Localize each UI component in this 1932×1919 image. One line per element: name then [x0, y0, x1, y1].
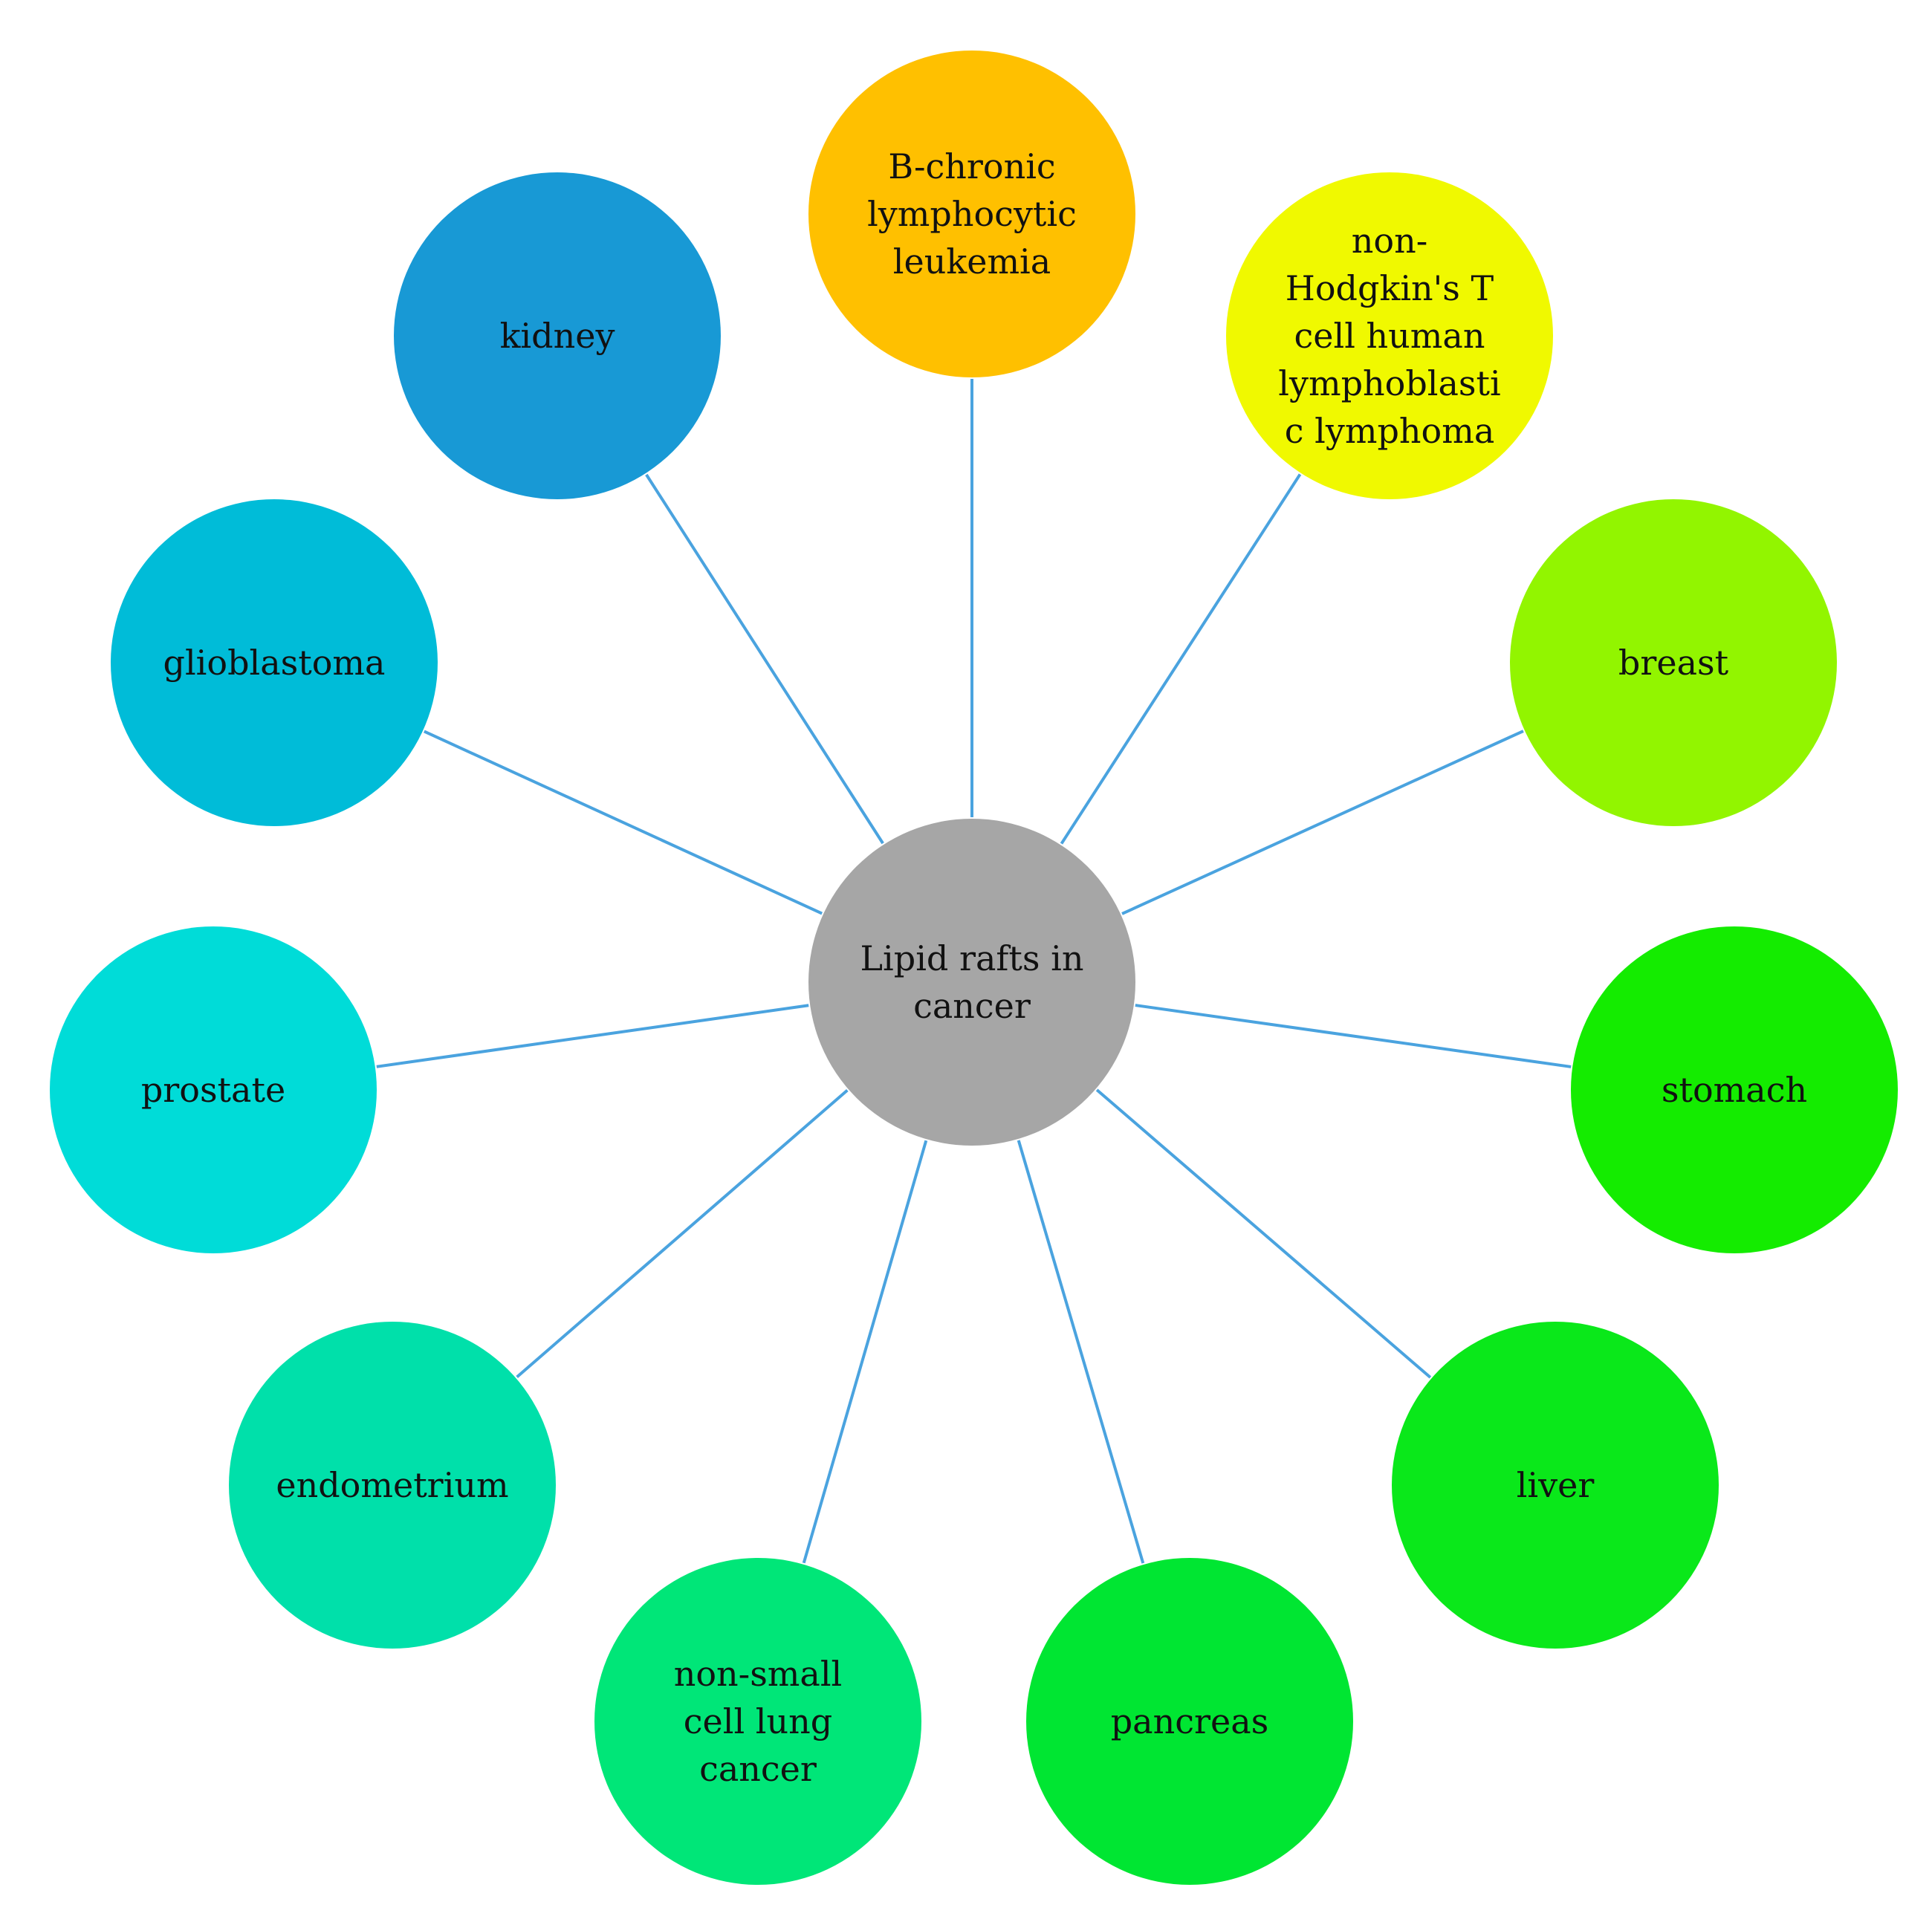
node-non-hodgkins-t-cell-lymphoma: non- Hodgkin's T cell human lymphoblasti c l… [1226, 172, 1553, 499]
node-stomach-label-line: stomach [1662, 1070, 1807, 1110]
node-glioblastoma-label-line: glioblastoma [163, 643, 386, 683]
connector-kidney [645, 473, 884, 845]
connector-non-small-cell-lung-cancer [802, 1140, 928, 1564]
node-pancreas-label-line: pancreas [1111, 1701, 1269, 1741]
node-liver: liver [1392, 1322, 1719, 1649]
node-kidney: kidney [394, 172, 721, 499]
node-non-hodgkins-t-cell-lymphoma-label-line: lymphoblasti [1278, 363, 1500, 403]
node-non-hodgkins-t-cell-lymphoma-label-line: Hodgkin's T [1286, 268, 1494, 308]
node-non-hodgkins-t-cell-lymphoma-label-line: cell human [1294, 316, 1485, 356]
node-circle-kidney [394, 172, 721, 499]
node-non-small-cell-lung-cancer: non-small cell lung cancer [594, 1558, 921, 1885]
node-endometrium-label-line: endometrium [276, 1465, 508, 1505]
node-pancreas: pancreas [1026, 1558, 1353, 1885]
node-b-chronic-lymphocytic-leukemia-label-line: leukemia [893, 241, 1051, 282]
center-node: Lipid rafts in cancer [808, 819, 1135, 1146]
node-circle-liver [1392, 1322, 1719, 1649]
center-circle [808, 819, 1135, 1146]
connectors [376, 379, 1572, 1564]
node-circle-pancreas [1026, 1558, 1353, 1885]
node-breast-label-line: breast [1618, 643, 1729, 683]
node-non-small-cell-lung-cancer-label-line: non-small [674, 1654, 843, 1694]
node-circle-b-chronic-lymphocytic-leukemia [808, 51, 1135, 377]
node-non-small-cell-lung-cancer-label-line: cancer [699, 1749, 817, 1789]
node-b-chronic-lymphocytic-leukemia-label-line: lymphocytic [867, 194, 1077, 234]
node-stomach: stomach [1571, 926, 1898, 1253]
connector-endometrium [516, 1089, 849, 1378]
node-b-chronic-lymphocytic-leukemia: B-chronic lymphocytic leukemia [808, 51, 1135, 377]
node-non-hodgkins-t-cell-lymphoma-label-line: non- [1352, 221, 1428, 261]
center-label-line: Lipid rafts in [860, 938, 1084, 978]
node-prostate: prostate [50, 926, 377, 1253]
node-non-hodgkins-t-cell-lymphoma-label-line: c lymphoma [1285, 411, 1495, 451]
connector-pancreas [1017, 1140, 1145, 1564]
center-label-line: cancer [913, 986, 1031, 1026]
connector-prostate [376, 1004, 809, 1068]
node-circle-breast [1510, 499, 1837, 826]
nodes: B-chronic lymphocytic leukemia non- Hodgkin'… [50, 51, 1898, 1885]
connector-breast [1121, 730, 1524, 915]
node-circle-glioblastoma [111, 499, 438, 826]
node-circle-non-small-cell-lung-cancer [594, 1558, 921, 1885]
node-prostate-label-line: prostate [141, 1070, 285, 1110]
connector-non-hodgkins-t-cell-lymphoma [1060, 473, 1302, 845]
node-circle-stomach [1571, 926, 1898, 1253]
node-b-chronic-lymphocytic-leukemia-label-line: B-chronic [888, 146, 1055, 186]
node-endometrium: endometrium [229, 1322, 556, 1649]
node-glioblastoma: glioblastoma [111, 499, 438, 826]
node-circle-endometrium [229, 1322, 556, 1649]
node-liver-label-line: liver [1517, 1465, 1595, 1505]
connector-stomach [1135, 1004, 1572, 1068]
node-non-small-cell-lung-cancer-label-line: cell lung [684, 1701, 832, 1741]
node-circle-non-hodgkins-t-cell-lymphoma [1226, 172, 1553, 499]
connector-glioblastoma [424, 730, 823, 915]
connector-liver [1095, 1088, 1432, 1379]
node-circle-prostate [50, 926, 377, 1253]
node-kidney-label-line: kidney [500, 316, 615, 356]
node-breast: breast [1510, 499, 1837, 826]
